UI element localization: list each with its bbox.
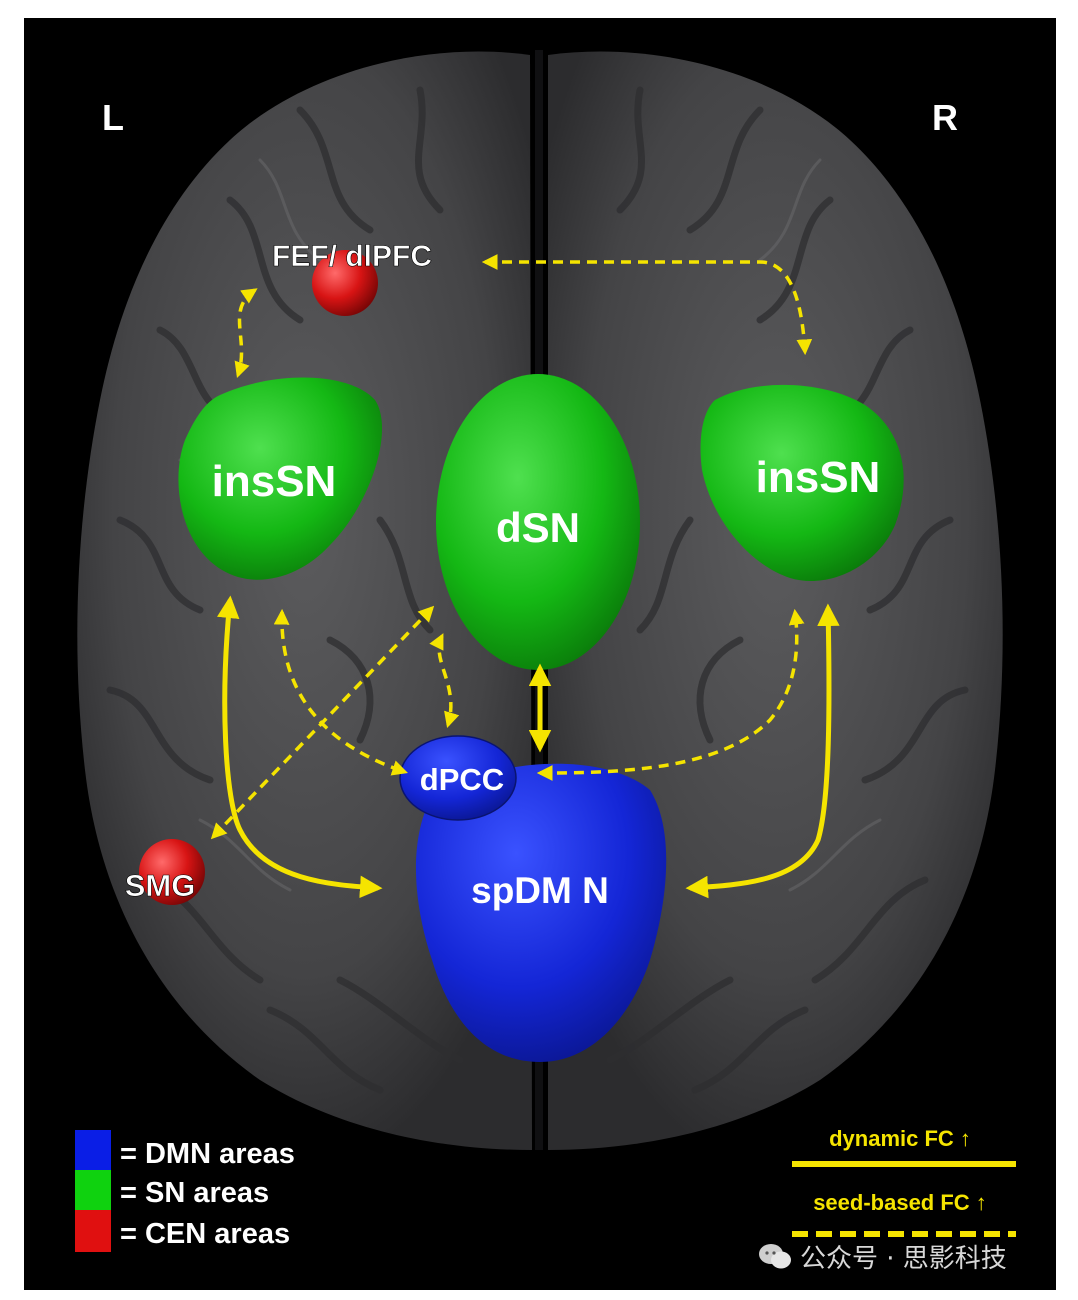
dsn-node (436, 374, 640, 670)
fef-dlpfc-node (312, 250, 378, 316)
left-hemisphere-label: L (102, 97, 124, 138)
ins-sn-left-label: insSN (212, 457, 337, 506)
dynamic-fc-legend-label: dynamic FC ↑ (829, 1126, 971, 1151)
dpcc-label: dPCC (420, 762, 504, 797)
line-legend: dynamic FC ↑ seed-based FC ↑ (792, 1126, 1016, 1237)
smg-node (139, 839, 205, 905)
ins-sn-left-node (178, 377, 383, 580)
dsn-label: dSN (496, 504, 580, 551)
dynamic-connections (217, 595, 840, 899)
sn-swatch (75, 1170, 111, 1210)
spdmn-node (415, 763, 667, 1062)
watermark-text: 公众号 · 思影科技 (800, 1244, 1007, 1274)
dmn-legend-label: = DMN areas (120, 1138, 295, 1170)
ins-sn-right-label: insSN (756, 453, 881, 502)
cen-legend-label: = CEN areas (120, 1218, 290, 1250)
dmn-swatch (75, 1130, 111, 1170)
right-hemisphere-label: R (932, 97, 958, 138)
smg-label: SMG (125, 868, 196, 903)
sn-legend-label: = SN areas (120, 1177, 269, 1209)
seed-based-fc-legend-label: seed-based FC ↑ (813, 1190, 987, 1215)
ins-sn-right-node (700, 384, 904, 582)
spdmn-label: spDM N (471, 870, 609, 911)
cen-swatch (75, 1210, 111, 1252)
area-legend: = DMN areas = SN areas = CEN areas (75, 1130, 295, 1252)
watermark: 公众号 · 思影科技 (758, 1238, 1007, 1275)
chat-bubble-icon (759, 1243, 791, 1268)
fef-dlpfc-label: FEF/ dlPFC (272, 240, 432, 273)
